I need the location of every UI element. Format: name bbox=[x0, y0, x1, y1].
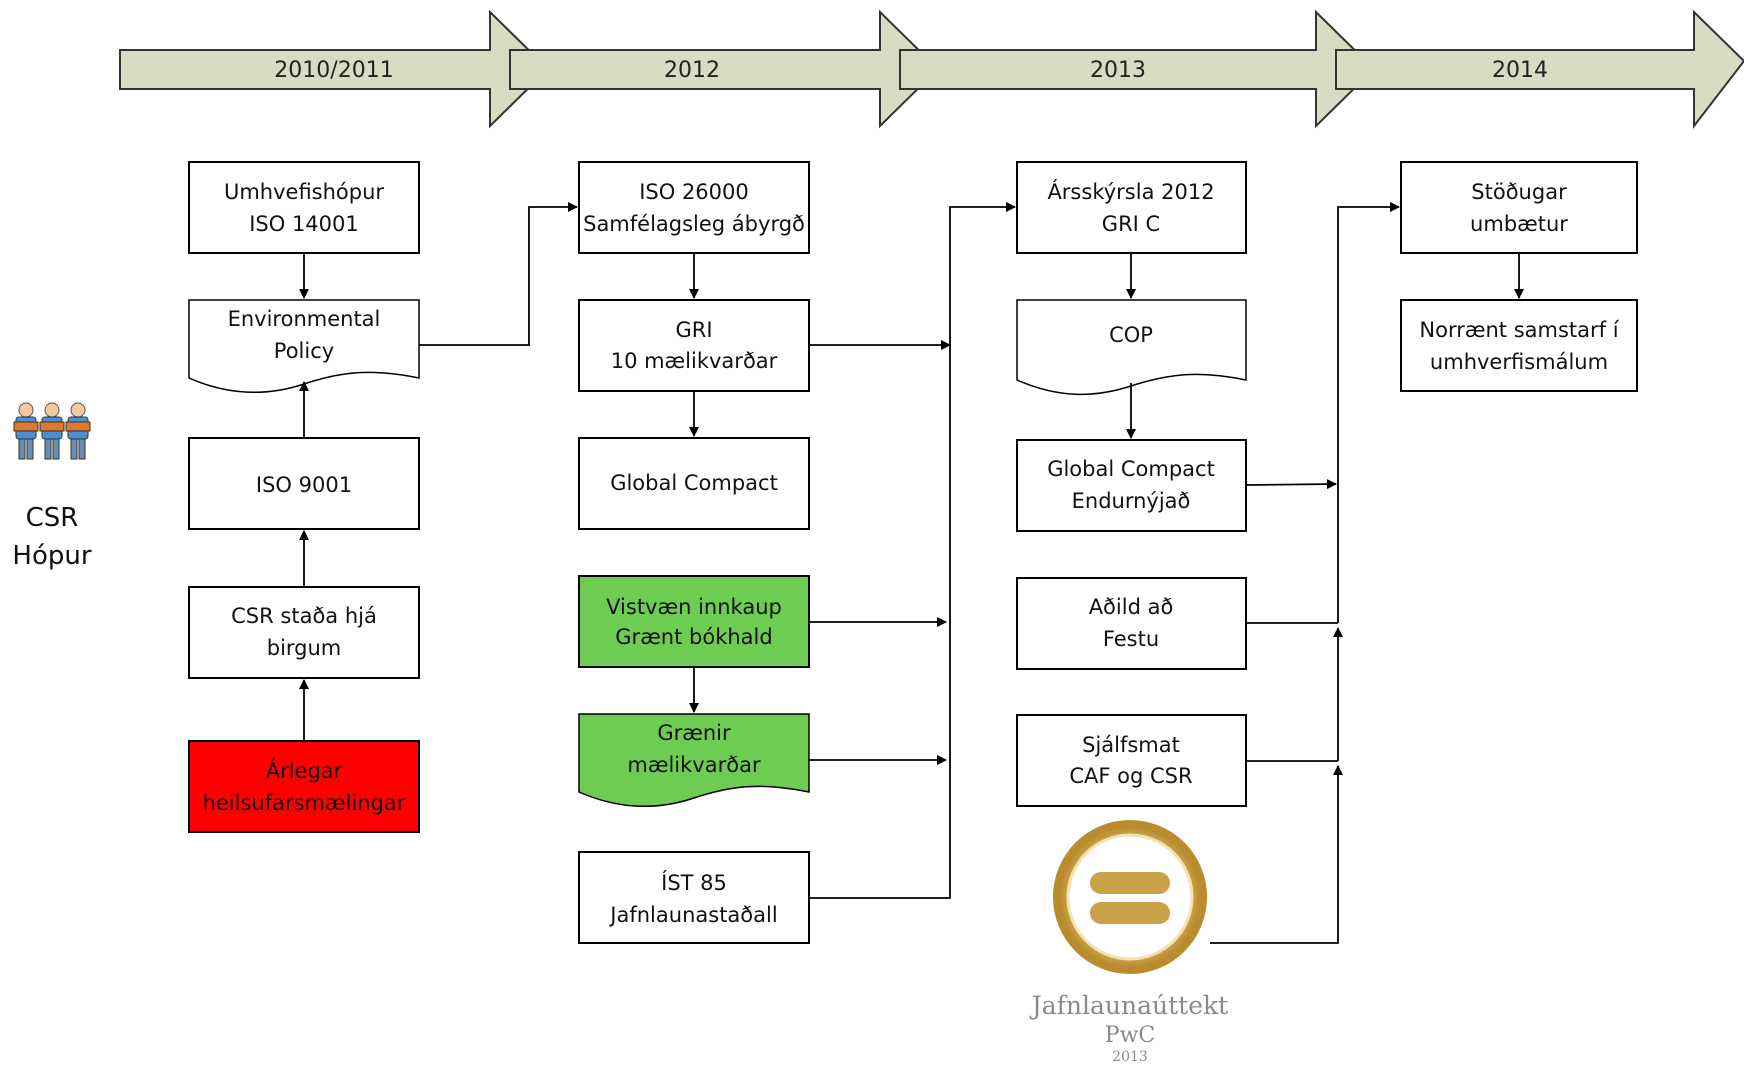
box-text: Umhvefishópur bbox=[224, 180, 384, 204]
box-text: Environmental bbox=[228, 307, 381, 331]
box-text: GRI C bbox=[1102, 212, 1160, 236]
box-global-compact-2012: Global Compact bbox=[578, 437, 810, 530]
box-text: umhverfismálum bbox=[1430, 350, 1608, 374]
box-text: umbætur bbox=[1470, 212, 1568, 236]
connectors bbox=[299, 202, 1524, 944]
box-text: heilsufarsmælingar bbox=[203, 791, 406, 815]
box-text: CSR staða hjá bbox=[231, 604, 377, 628]
box-iso9001: ISO 9001 bbox=[188, 437, 420, 530]
box-text: GRI bbox=[675, 318, 712, 342]
doc-cop: COP bbox=[1016, 299, 1247, 396]
box-text: CAF og CSR bbox=[1069, 764, 1192, 788]
side-label-csr: CSR bbox=[26, 503, 79, 533]
box-ist85: ÍST 85 Jafnlaunastaðall bbox=[578, 851, 810, 944]
timeline-arrow-2014 bbox=[1335, 9, 1744, 129]
box-csr-birgum: CSR staða hjá birgum bbox=[188, 586, 420, 679]
year-label-2014: 2014 bbox=[1492, 58, 1548, 83]
box-text: Aðild að bbox=[1089, 595, 1174, 619]
box-text: Grænt bókhald bbox=[615, 625, 772, 649]
box-text: Festu bbox=[1103, 627, 1159, 651]
logo-text-line1: Jafnlaunaúttekt bbox=[1029, 991, 1228, 1020]
box-festa: Aðild að Festu bbox=[1016, 577, 1247, 670]
timeline: 2010/2011 2012 2013 2014 bbox=[119, 9, 1744, 129]
box-sjalfsmat: Sjálfsmat CAF og CSR bbox=[1016, 714, 1247, 807]
box-vistvaen: Vistvæn innkaup Grænt bókhald bbox=[578, 575, 810, 668]
box-text: Sjálfsmat bbox=[1082, 733, 1180, 757]
timeline-arrow-2012 bbox=[509, 9, 940, 129]
box-text: Endurnýjað bbox=[1072, 489, 1191, 513]
box-text: ISO 9001 bbox=[256, 473, 352, 497]
box-arsskyrsla: Ársskýrsla 2012 GRI C bbox=[1016, 161, 1247, 254]
connector bbox=[1245, 479, 1337, 490]
doc-graenir: Grænir mælikvarðar bbox=[578, 713, 810, 808]
box-text: Policy bbox=[274, 339, 334, 363]
logo-text-line3: 2013 bbox=[1112, 1049, 1148, 1065]
year-label-2012: 2012 bbox=[664, 58, 720, 83]
box-text: Stöðugar bbox=[1471, 180, 1567, 204]
box-stodugar: Stöðugar umbætur bbox=[1400, 161, 1638, 254]
box-global-compact-endurnyjad: Global Compact Endurnýjað bbox=[1016, 439, 1247, 532]
box-umhverfishopur: Umhvefishópur ISO 14001 bbox=[188, 161, 420, 254]
connector bbox=[419, 202, 578, 346]
box-text: Grænir bbox=[657, 721, 731, 745]
box-text: Ársskýrsla 2012 bbox=[1047, 179, 1214, 204]
box-text: Samfélagsleg ábyrgð bbox=[583, 212, 805, 236]
jafnlaunauttekt-logo: Jafnlaunaúttekt PwC 2013 bbox=[1029, 820, 1228, 1065]
year-label-2013: 2013 bbox=[1090, 58, 1146, 83]
connector bbox=[1210, 765, 1343, 944]
side-label-hopur: Hópur bbox=[12, 541, 91, 571]
box-norraent: Norrænt samstarf í umhverfismálum bbox=[1400, 299, 1638, 392]
box-text: ISO 14001 bbox=[249, 212, 359, 236]
box-text: birgum bbox=[267, 636, 342, 660]
box-text: Árlegar bbox=[266, 758, 343, 783]
box-gri10: GRI 10 mælikvarðar bbox=[578, 299, 810, 392]
connector bbox=[809, 202, 1016, 899]
box-text: Global Compact bbox=[610, 471, 778, 495]
box-arlegar: Árlegar heilsufarsmælingar bbox=[188, 740, 420, 833]
box-text: mælikvarðar bbox=[627, 753, 761, 777]
people-group-icon bbox=[13, 402, 91, 460]
box-text: ISO 26000 bbox=[639, 180, 749, 204]
doc-env-policy: Environmental Policy bbox=[188, 299, 420, 394]
logo-text-line2: PwC bbox=[1105, 1023, 1155, 1048]
timeline-arrow-2013 bbox=[899, 9, 1376, 129]
timeline-arrow-2010-2011 bbox=[119, 9, 550, 129]
box-text: Global Compact bbox=[1047, 457, 1215, 481]
box-text: ÍST 85 bbox=[661, 870, 727, 895]
connector bbox=[1337, 202, 1400, 623]
box-iso26000: ISO 26000 Samfélagsleg ábyrgð bbox=[578, 161, 810, 254]
year-label-2010-2011: 2010/2011 bbox=[274, 58, 393, 83]
box-text: Norrænt samstarf í bbox=[1419, 318, 1619, 342]
box-text: Jafnlaunastaðall bbox=[608, 903, 777, 927]
box-text: 10 mælikvarðar bbox=[611, 349, 778, 373]
box-text: COP bbox=[1109, 323, 1153, 347]
box-text: Vistvæn innkaup bbox=[606, 595, 782, 619]
